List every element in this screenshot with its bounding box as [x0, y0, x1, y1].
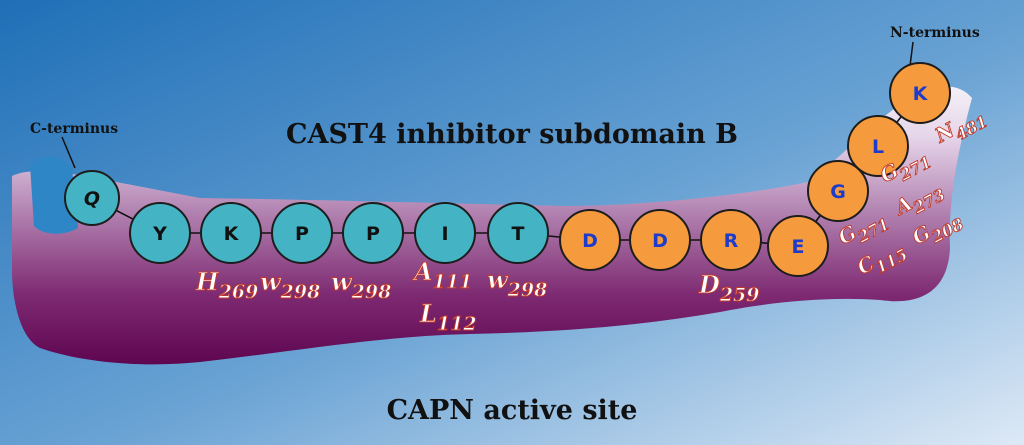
contact-label: w298: [260, 267, 320, 303]
residue-k-13: K: [889, 62, 951, 124]
contact-label: D259: [698, 270, 759, 306]
residue-k-2: K: [200, 202, 262, 264]
residue-y-1: Y: [129, 202, 191, 264]
residue-r-9: R: [700, 209, 762, 271]
residue-circle: [889, 62, 951, 124]
residue-circle: [271, 202, 333, 264]
residue-g-11: G: [807, 160, 869, 222]
residue-d-7: D: [559, 209, 621, 271]
residue-i-5: I: [414, 202, 476, 264]
residue-letter: Q: [84, 188, 100, 210]
residue-circle: [847, 115, 909, 177]
residue-p-3: P: [271, 202, 333, 264]
residue-l-12: L: [847, 115, 909, 177]
c-terminus-leader: [61, 136, 76, 169]
contact-label: w298: [331, 267, 391, 303]
residue-circle: [200, 202, 262, 264]
residue-circle: [64, 170, 120, 226]
residue-d-8: D: [629, 209, 691, 271]
residue-letter: E: [792, 236, 805, 258]
residue-circle: [129, 202, 191, 264]
residue-letter: G: [830, 181, 846, 203]
residue-circle: [767, 215, 829, 277]
contact-label: L112: [419, 299, 477, 335]
residue-circle: [487, 202, 549, 264]
residue-circle: [807, 160, 869, 222]
residue-q-0: Q: [64, 170, 120, 226]
n-terminus-leader: [909, 41, 914, 67]
contact-label: A111: [412, 257, 472, 293]
residue-letter: K: [913, 83, 929, 105]
residue-letter: I: [441, 223, 448, 245]
contact-label: w298: [487, 265, 547, 301]
n-terminus-label: N-terminus: [890, 25, 980, 41]
c-terminus-label: C-terminus: [30, 121, 118, 137]
residue-letter: K: [224, 223, 240, 245]
residue-circle: [629, 209, 691, 271]
residue-circle: [414, 202, 476, 264]
residue-letter: P: [366, 223, 380, 245]
peptide-chain: Q Y K P P I T D D R E G L K: [64, 62, 951, 277]
active-site-label: CAPN active site: [387, 395, 638, 426]
residue-letter: D: [652, 230, 668, 252]
residue-letter: T: [512, 223, 525, 245]
contact-label: H269: [195, 267, 258, 303]
residue-p-4: P: [342, 202, 404, 264]
diagram-title: CAST4 inhibitor subdomain B: [286, 119, 738, 150]
residue-e-10: E: [767, 215, 829, 277]
residue-t-6: T: [487, 202, 549, 264]
residue-letter: L: [872, 136, 884, 158]
residue-circle: [342, 202, 404, 264]
residue-circle: [559, 209, 621, 271]
residue-letter: P: [295, 223, 309, 245]
residue-letter: Y: [152, 223, 167, 245]
residue-letter: D: [582, 230, 598, 252]
c-terminus-pocket: [30, 156, 78, 234]
residue-letter: R: [724, 230, 739, 252]
residue-circle: [700, 209, 762, 271]
